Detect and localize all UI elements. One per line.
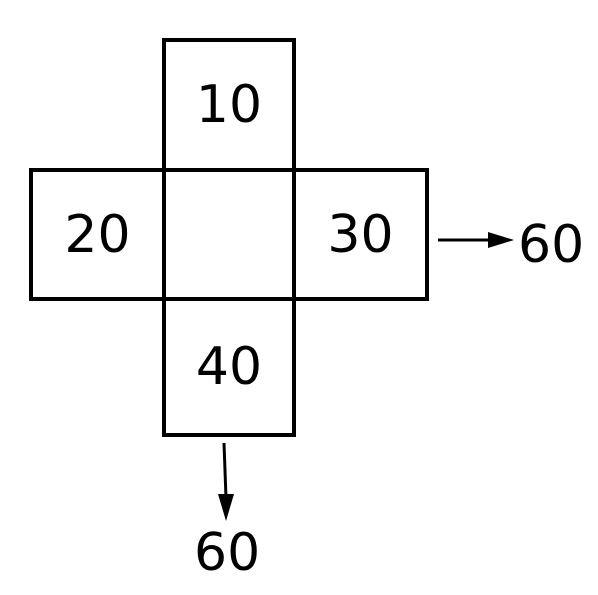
cell-top-value: 10 — [195, 75, 263, 135]
down-arrow — [218, 442, 234, 521]
cell-top: 10 — [162, 38, 296, 172]
right-arrow-result: 60 — [518, 215, 585, 275]
cell-bottom: 40 — [162, 297, 296, 437]
right-arrow — [438, 232, 514, 248]
down-arrow-result: 60 — [194, 523, 261, 583]
cell-right-value: 30 — [327, 204, 394, 265]
cell-left: 20 — [29, 168, 166, 301]
cell-left-value: 20 — [64, 204, 131, 265]
cell-bottom-value: 40 — [195, 337, 263, 397]
cell-right: 30 — [292, 168, 429, 301]
